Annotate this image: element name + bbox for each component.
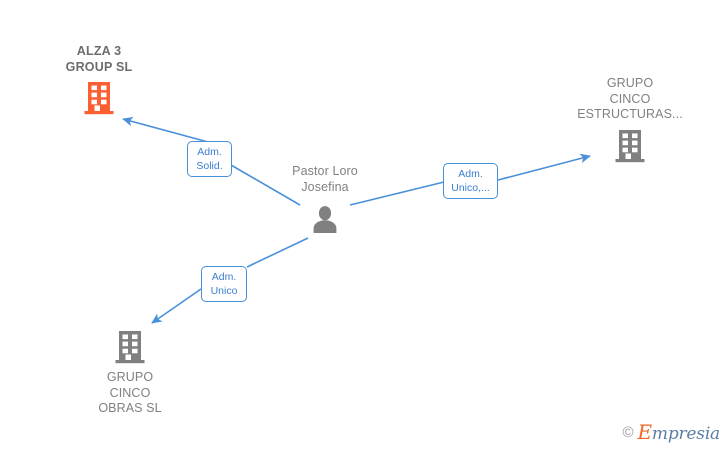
brand-rest: mpresia <box>651 424 720 444</box>
node-label-alza3: ALZA 3 GROUP SL <box>65 44 133 74</box>
edge-line-alza3 <box>122 116 209 143</box>
node-person-pastor-loro-josefina[interactable]: Pastor Loro Josefina <box>269 164 381 233</box>
node-label-person: Pastor Loro Josefina <box>292 164 358 194</box>
brand-logo-text: Empresia <box>638 420 721 444</box>
node-label-obras: GRUPO CINCO OBRAS SL <box>98 370 162 415</box>
copyright-icon: © <box>622 423 634 441</box>
edge-line-estructuras-tail <box>349 181 445 206</box>
edge-line-alza3-tail <box>230 164 301 206</box>
node-label-estructuras: GRUPO CINCO ESTRUCTURAS... <box>577 76 683 121</box>
person-icon <box>313 206 337 233</box>
edge-line-obras-tail <box>246 237 309 268</box>
node-company-alza3[interactable]: ALZA 3 GROUP SL <box>43 44 155 115</box>
edge-line-obras <box>151 288 202 324</box>
building-icon <box>115 331 145 364</box>
building-icon <box>615 129 645 162</box>
edge-line-estructuras <box>497 153 591 181</box>
edge-label-adm-unico-estructuras[interactable]: Adm. Unico,... <box>443 163 498 199</box>
watermark-empresia: © Empresia <box>622 420 720 444</box>
node-company-obras[interactable]: GRUPO CINCO OBRAS SL <box>86 330 174 417</box>
building-icon <box>84 82 114 115</box>
edge-label-adm-unico-obras[interactable]: Adm. Unico <box>201 266 247 302</box>
brand-initial: E <box>637 420 653 444</box>
edge-label-adm-solid[interactable]: Adm. Solid. <box>187 141 232 177</box>
node-company-estructuras[interactable]: GRUPO CINCO ESTRUCTURAS... <box>568 76 692 163</box>
